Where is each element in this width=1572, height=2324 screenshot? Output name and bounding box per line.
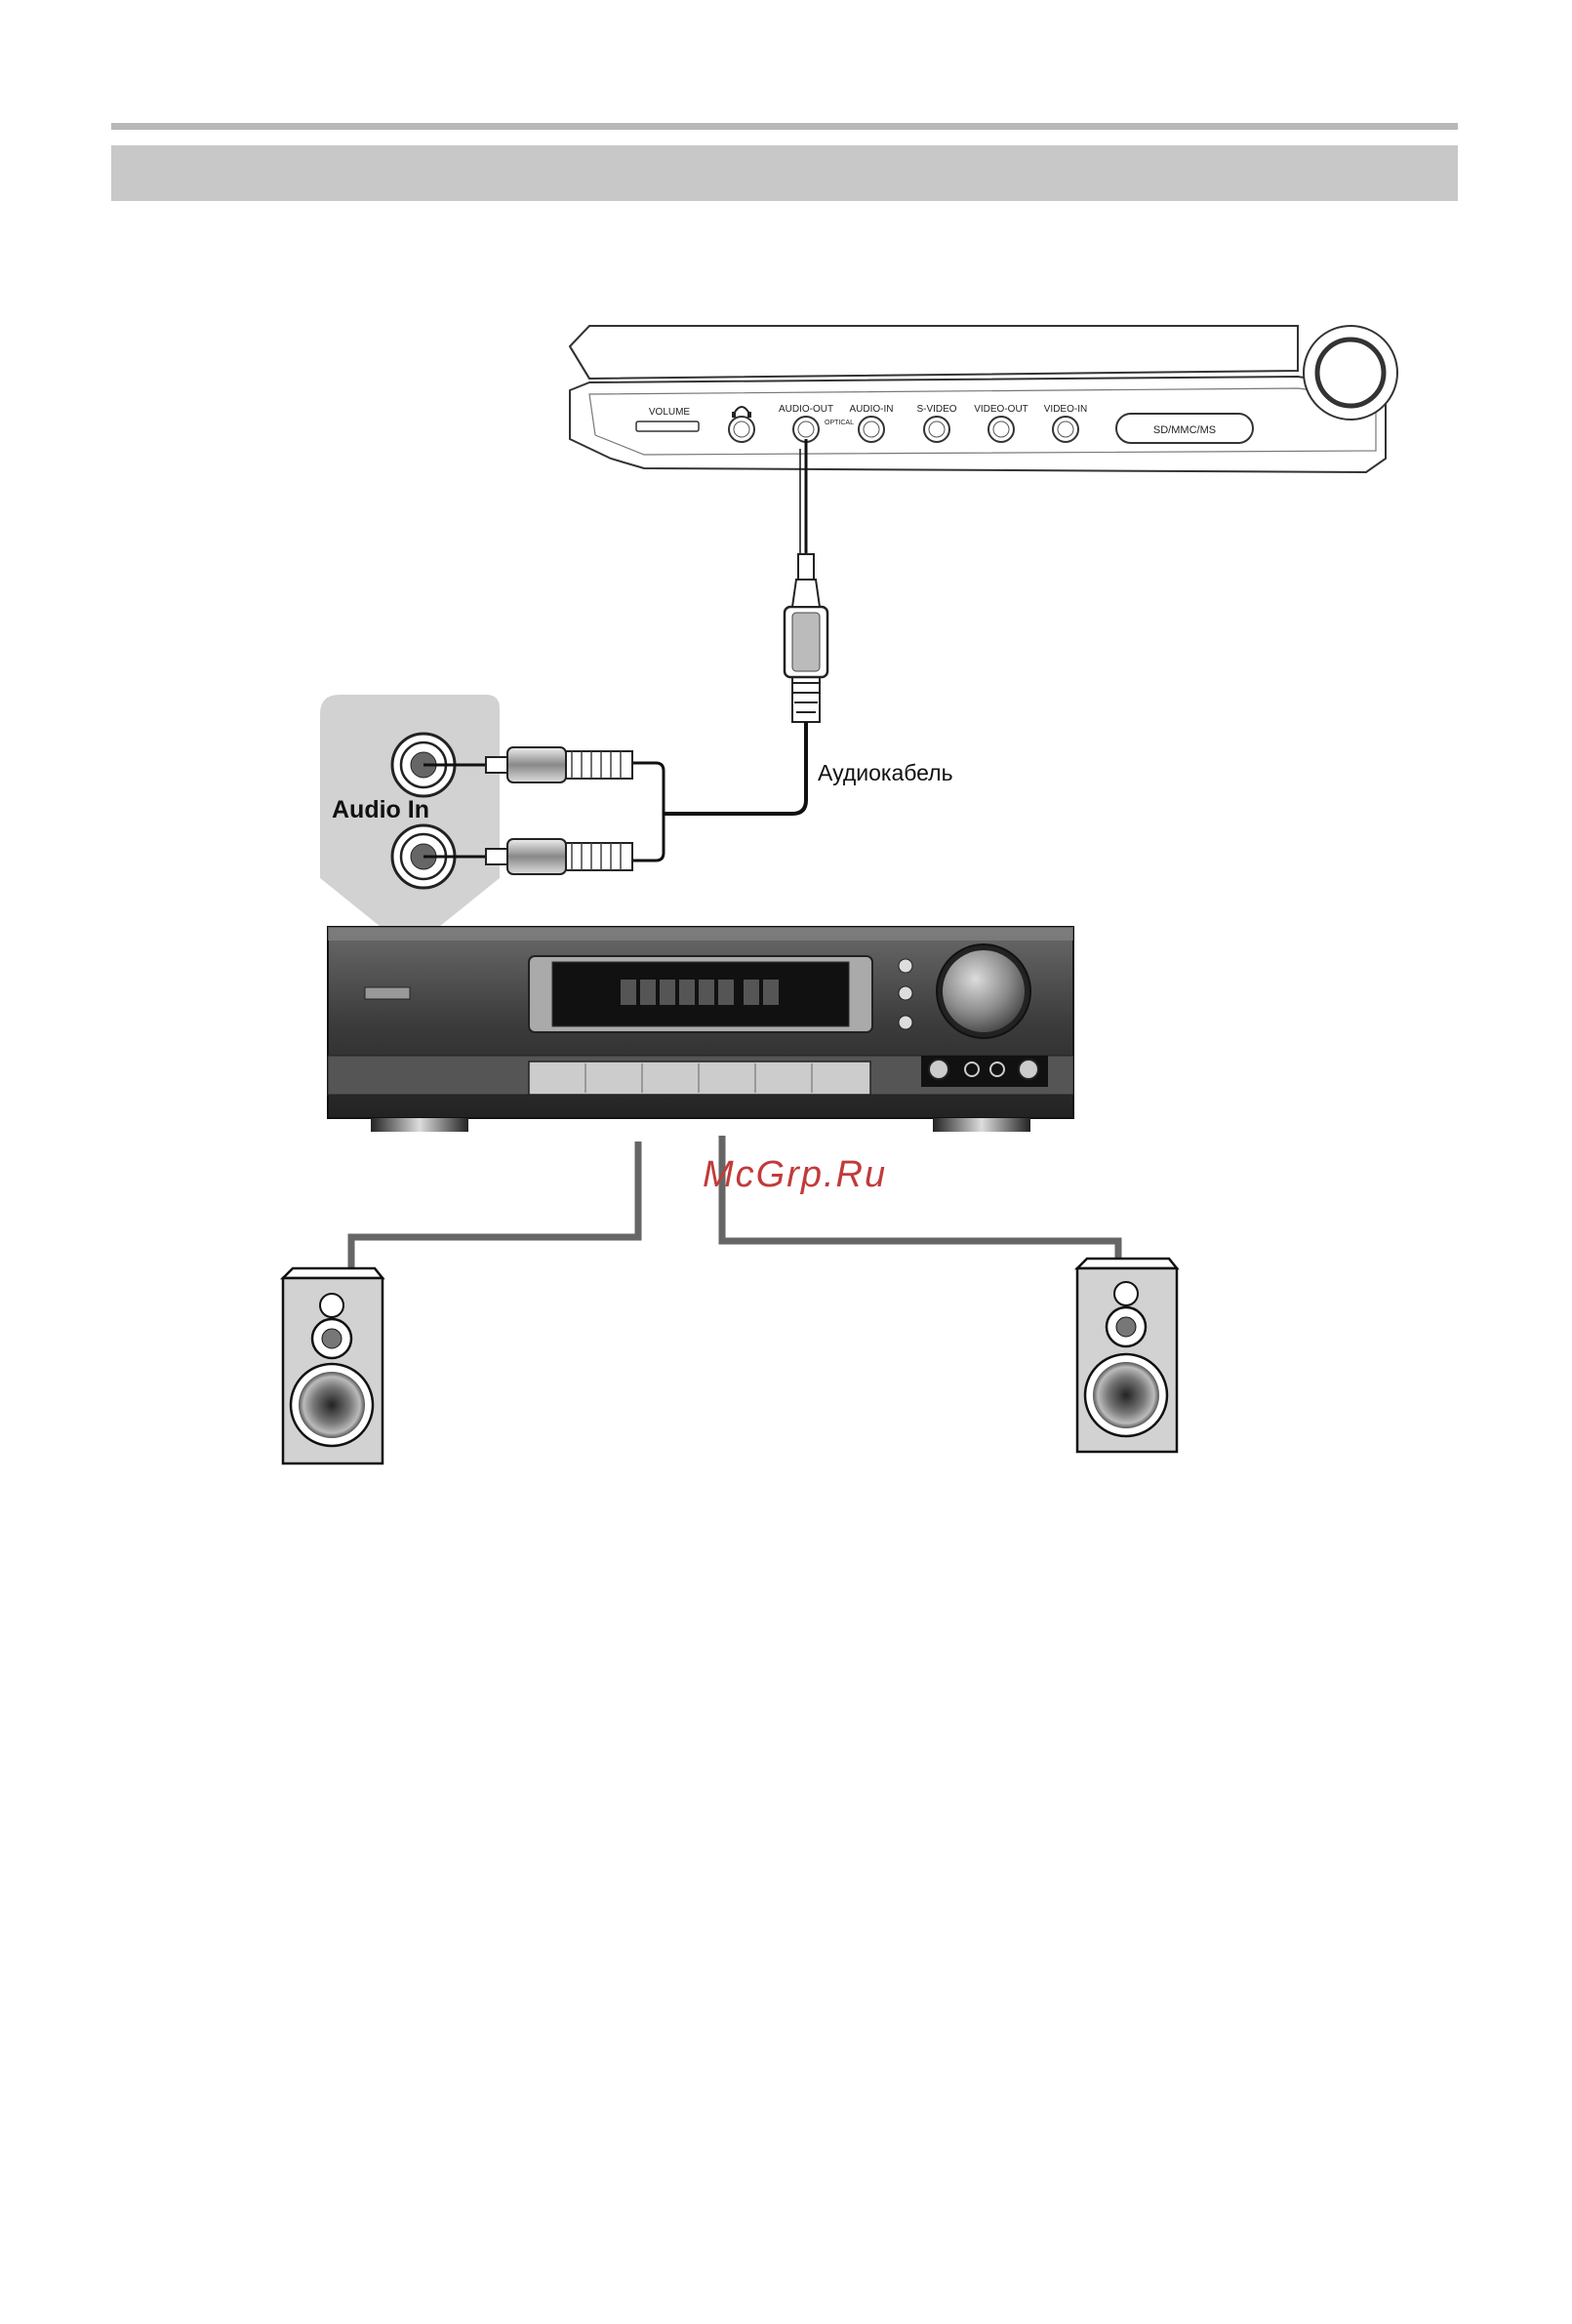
watermark: McGrp.Ru bbox=[703, 1154, 887, 1195]
front-jack-2[interactable] bbox=[965, 1062, 979, 1076]
audio-in-label: Audio In bbox=[332, 796, 429, 823]
power-button[interactable] bbox=[365, 987, 410, 999]
card-slot-label: SD/MMC/MS bbox=[1153, 424, 1216, 436]
receiver-button-3[interactable] bbox=[899, 1016, 912, 1029]
dvd-lid bbox=[570, 326, 1298, 379]
audio-in-panel: Audio In bbox=[320, 695, 500, 927]
receiver-button-2[interactable] bbox=[899, 986, 912, 1000]
cable-label: Аудиокабель bbox=[818, 760, 953, 785]
receiver-foot-right bbox=[933, 1118, 1030, 1132]
optical-label: OPTICAL bbox=[825, 420, 854, 426]
audio-out-label: AUDIO-OUT bbox=[779, 404, 833, 415]
mini-jack-plug bbox=[785, 554, 827, 722]
front-jack-4[interactable] bbox=[1019, 1060, 1038, 1079]
tweeter-icon bbox=[1114, 1282, 1138, 1305]
volume-slider[interactable] bbox=[636, 421, 699, 431]
tweeter-icon bbox=[320, 1294, 343, 1317]
audio-cable bbox=[632, 439, 827, 861]
front-jack-1[interactable] bbox=[929, 1060, 948, 1079]
av-receiver bbox=[328, 927, 1073, 1132]
volume-knob[interactable] bbox=[943, 950, 1025, 1032]
volume-label: VOLUME bbox=[649, 407, 691, 418]
s-video-label: S-VIDEO bbox=[916, 404, 956, 415]
speaker-right bbox=[1077, 1259, 1177, 1452]
video-in-label: VIDEO-IN bbox=[1044, 404, 1087, 415]
speaker-left bbox=[283, 1268, 383, 1463]
front-jack-3[interactable] bbox=[990, 1062, 1004, 1076]
dvd-player: VOLUME AUDIO-OUT OPTICAL AUDIO-IN S-VIDE… bbox=[570, 326, 1397, 472]
audio-in-label: AUDIO-IN bbox=[850, 404, 894, 415]
receiver-button-1[interactable] bbox=[899, 959, 912, 973]
video-out-label: VIDEO-OUT bbox=[974, 404, 1028, 415]
receiver-foot-left bbox=[371, 1118, 468, 1132]
